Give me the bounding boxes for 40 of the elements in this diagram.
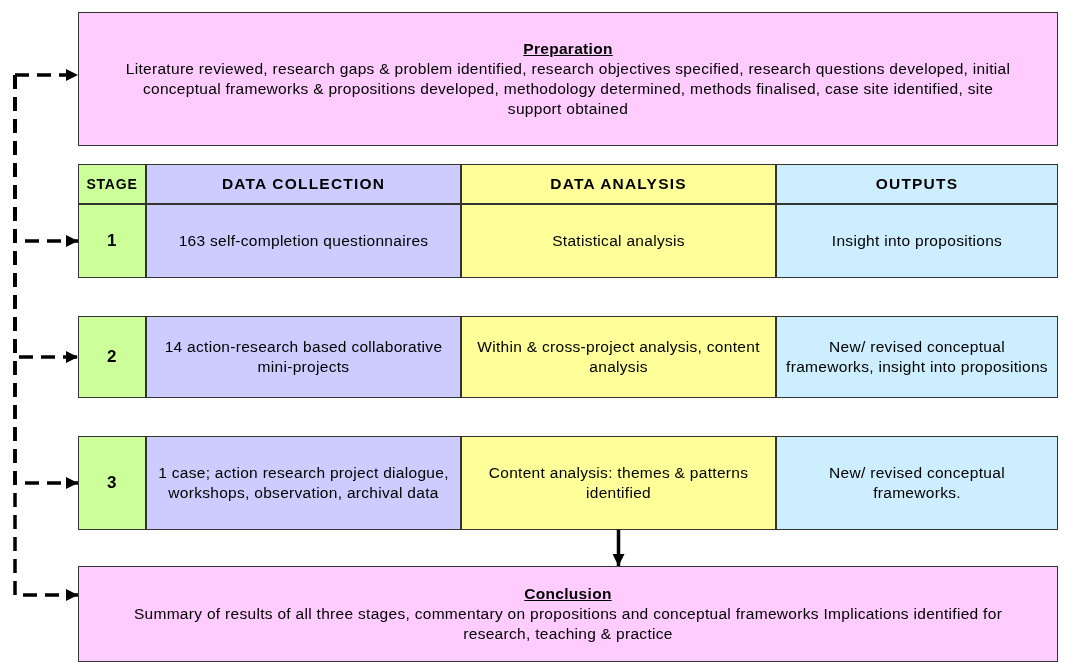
table-cell <box>776 316 1058 398</box>
cell-text: Insight into propositions <box>831 231 1003 251</box>
stage-cell <box>78 204 146 278</box>
stage-number: 2 <box>107 347 117 367</box>
cell-text: 1 case; action research project dialogue, workshops, observation, archival data <box>157 463 450 503</box>
dashed-arrow <box>13 69 78 81</box>
stage-number: 3 <box>107 473 117 493</box>
table-cell <box>776 204 1058 278</box>
column-heading: OUTPUTS <box>875 174 959 194</box>
stage-cell <box>78 316 146 398</box>
cell-text: Content analysis: themes & patterns identified <box>487 463 750 503</box>
cell-text: New/ revised conceptual frameworks. <box>828 463 1006 503</box>
cell-text: New/ revised conceptual frameworks, insight into propositions <box>785 337 1049 377</box>
column-heading: DATA COLLECTION <box>221 174 386 194</box>
section-text: Literature reviewed, research gaps & problem identified, research objectives specified, research questions developed, initial conceptual frameworks & propositions developed, methodology determined, methods finalised, case site identified, site support obtained <box>124 59 1012 119</box>
section-heading: Preparation <box>522 39 614 59</box>
table-cell <box>776 436 1058 530</box>
table-cell <box>146 204 461 278</box>
table-cell <box>776 164 1058 204</box>
table-cell <box>78 164 146 204</box>
cell-text: 14 action-research based collaborative mini-projects <box>163 337 444 377</box>
table-cell <box>146 436 461 530</box>
table-cell <box>461 204 776 278</box>
column-heading: DATA ANALYSIS <box>550 174 687 194</box>
table-cell <box>461 436 776 530</box>
section-heading: Conclusion <box>523 584 613 604</box>
section-box <box>78 566 1058 662</box>
arrow <box>612 530 625 566</box>
table-cell <box>146 316 461 398</box>
cell-text: Within & cross-project analysis, content analysis <box>476 337 761 377</box>
section-text: Summary of results of all three stages, commentary on propositions and conceptual frameworks Implications identified for research, teaching & practice <box>132 604 1004 644</box>
stage-cell <box>78 436 146 530</box>
stage-number: 1 <box>107 231 117 251</box>
column-heading: STAGE <box>86 175 138 194</box>
table-cell <box>146 164 461 204</box>
cell-text: 163 self-completion questionnaires <box>178 231 429 251</box>
section-box <box>78 12 1058 146</box>
table-cell <box>461 316 776 398</box>
cell-text: Statistical analysis <box>552 231 685 251</box>
table-cell <box>461 164 776 204</box>
